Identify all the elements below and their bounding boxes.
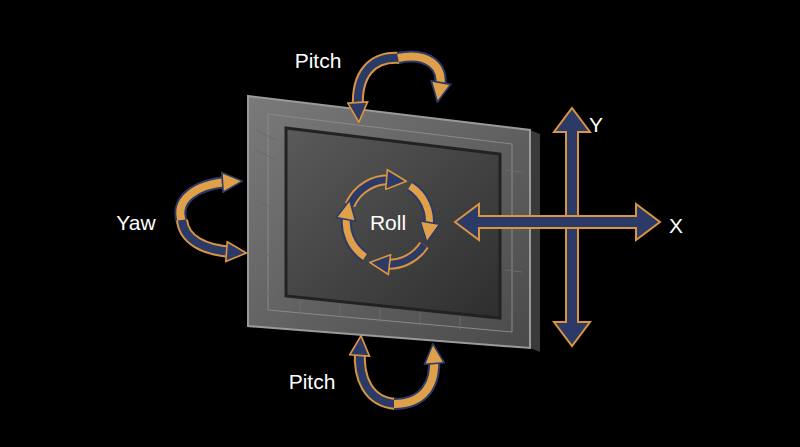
roll-arrow-outline (346, 214, 365, 257)
roll-arrow (410, 186, 430, 228)
axis-label: Pitch (295, 50, 342, 71)
pitch-arrow-outline (394, 358, 434, 404)
circuit-trace (256, 130, 276, 296)
roll-arrow (350, 180, 392, 205)
yaw-arrow (180, 182, 228, 222)
x-axis-arrow (455, 204, 660, 240)
pitch-arrow-outline (360, 350, 396, 404)
circuit-trace (300, 300, 460, 330)
sensor-circuit-traces (256, 130, 522, 330)
pitch-arrow-outline (358, 58, 400, 108)
roll-arrow-outline (384, 245, 424, 264)
axis-label: Pitch (289, 371, 336, 392)
yaw-arrow (182, 220, 232, 252)
roll-arrow (384, 245, 424, 264)
pitch-arrow-outline (398, 57, 441, 88)
pitch-arrow (358, 58, 400, 108)
axis-label: X (669, 215, 683, 236)
yaw-arrow-outline (180, 182, 228, 222)
roll-arrows (346, 180, 429, 264)
roll-arrow-outline (350, 180, 392, 205)
pitch-bottom-arrows (360, 350, 434, 404)
axis-label: Roll (370, 212, 406, 233)
pitch-arrow (398, 57, 441, 88)
yaw-arrow-outline (182, 220, 232, 252)
sensor-edge (530, 130, 540, 352)
pitch-top-arrows (358, 57, 441, 108)
roll-arrow-outline (410, 186, 430, 228)
pitch-arrow (360, 350, 396, 404)
axis-label: Yaw (116, 212, 155, 233)
yaw-arrows (180, 182, 232, 252)
pitch-arrow (394, 358, 434, 404)
roll-arrow (346, 214, 365, 257)
axis-label: Y (589, 114, 603, 135)
